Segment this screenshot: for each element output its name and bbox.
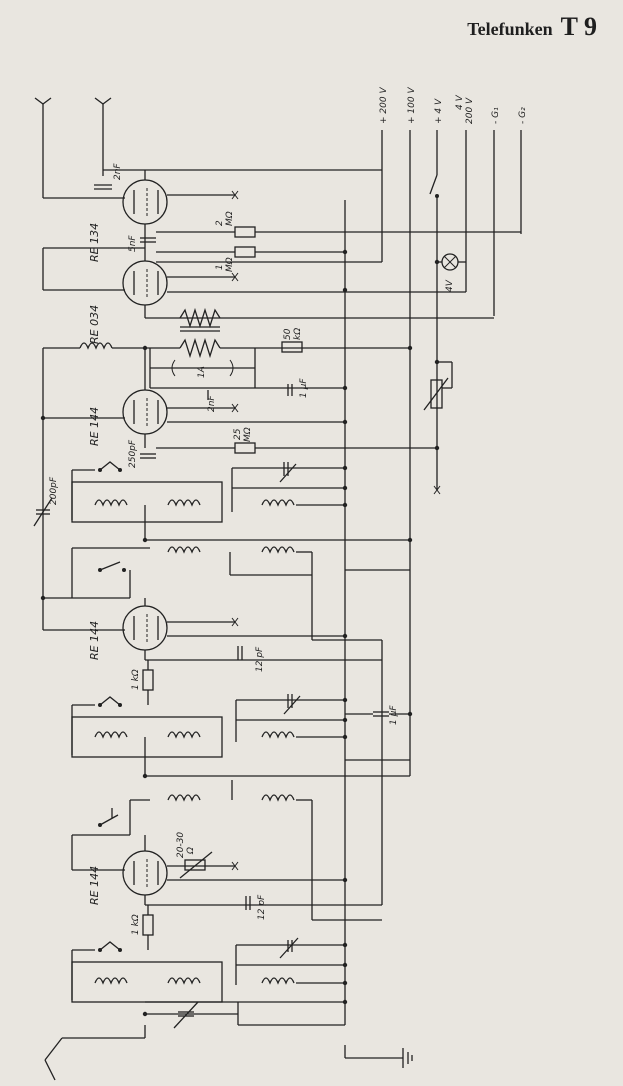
tube-2-block <box>42 247 494 319</box>
res-1k-a-label: 1 kΩ <box>131 669 141 690</box>
terminal-marks <box>231 190 441 871</box>
res-50k-unit: kΩ <box>293 328 303 340</box>
res-2030-unit: Ω <box>186 847 196 855</box>
tube-label-re144-c: RE 144 <box>88 866 101 905</box>
res-50k-label: 50 <box>283 328 293 340</box>
rail-label-200v-neg: 200 V <box>465 97 475 124</box>
model-number: T 9 <box>560 12 597 41</box>
reaction-capacitor: 200pF <box>33 418 59 630</box>
junction-dots <box>40 249 440 1017</box>
res-2m-label: 2 <box>215 220 225 226</box>
res-25m-unit: MΩ <box>243 427 253 442</box>
tube-3: 2nF <box>43 348 345 448</box>
rail-labels: + 200 V + 100 V + 4 V 4 V 200 V - G₁ - G… <box>379 87 528 124</box>
tuned-stage-1 <box>71 461 410 541</box>
cap-2nf-top-label: 2nF <box>113 163 123 180</box>
cap-5nf-label: 5nF <box>128 235 138 252</box>
bus-ties <box>312 569 410 921</box>
supply-rails <box>344 130 522 1068</box>
cap-2nf-mid-label: 2nF <box>207 395 217 412</box>
power-switch <box>429 174 439 198</box>
rail-label-g1: - G₁ <box>491 107 501 124</box>
transformer-ratio-label: 1A <box>197 366 207 378</box>
header: Telefunken T 9 <box>467 12 597 42</box>
grid-network-1: 5nF 2 MΩ 1 MΩ <box>128 211 521 272</box>
tuned-stage-3: 1 µF <box>71 694 410 777</box>
res-2030-label: 20-30 <box>176 832 186 858</box>
tube-4: 12 pF <box>43 598 382 672</box>
interstage-transformer: 50 kΩ 1A 1 µF <box>42 307 410 418</box>
res-1m-label: 1 <box>215 264 225 270</box>
cap-250pf-label: 250pF <box>128 439 138 468</box>
rail-label-200v: + 200 V <box>379 87 389 124</box>
tube-1 <box>122 170 235 248</box>
input-stage <box>44 937 345 1081</box>
rail-label-4v: + 4 V <box>434 98 444 124</box>
lamp-label: 4V <box>445 279 455 292</box>
grid-resistor-1k-b: 1 kΩ <box>131 905 154 950</box>
brand-name: Telefunken <box>467 19 553 39</box>
res-25m-label: 25 <box>233 428 243 440</box>
tube-label-re144-b: RE 144 <box>88 621 101 660</box>
rail-label-g2: - G₂ <box>518 107 528 124</box>
tube-label-re144-a: RE 144 <box>88 407 101 446</box>
pilot-lamp: 4V <box>437 253 466 292</box>
tube-5: 20-30 Ω 12 pF <box>72 832 382 920</box>
res-1k-b-label: 1 kΩ <box>131 914 141 935</box>
cap-12pf-b-label: 12 pF <box>257 894 267 920</box>
tube-label-re134: RE 134 <box>88 223 101 262</box>
cap-200pf-label: 200pF <box>49 476 59 505</box>
tuned-stage-2 <box>43 546 313 640</box>
rail-label-100v: + 100 V <box>407 87 417 124</box>
grid-resistor-1k-a: 1 kΩ <box>131 660 154 705</box>
cap-12pf-a-label: 12 pF <box>255 646 265 672</box>
cap-1uf-b-label: 1 µF <box>389 705 399 725</box>
cap-1uf-a-label: 1 µF <box>299 378 309 398</box>
res-2m-unit: MΩ <box>225 211 235 226</box>
tuned-stage-4 <box>71 780 313 920</box>
output-terminals: 2nF <box>34 97 382 199</box>
grid-network-2: 250pF 25 MΩ <box>128 427 437 468</box>
res-1m-unit: MΩ <box>225 257 235 272</box>
tube-label-re034: RE 034 <box>88 305 101 344</box>
filament-rheostat <box>423 361 453 411</box>
rail-label-4v-neg: 4 V <box>455 94 465 110</box>
